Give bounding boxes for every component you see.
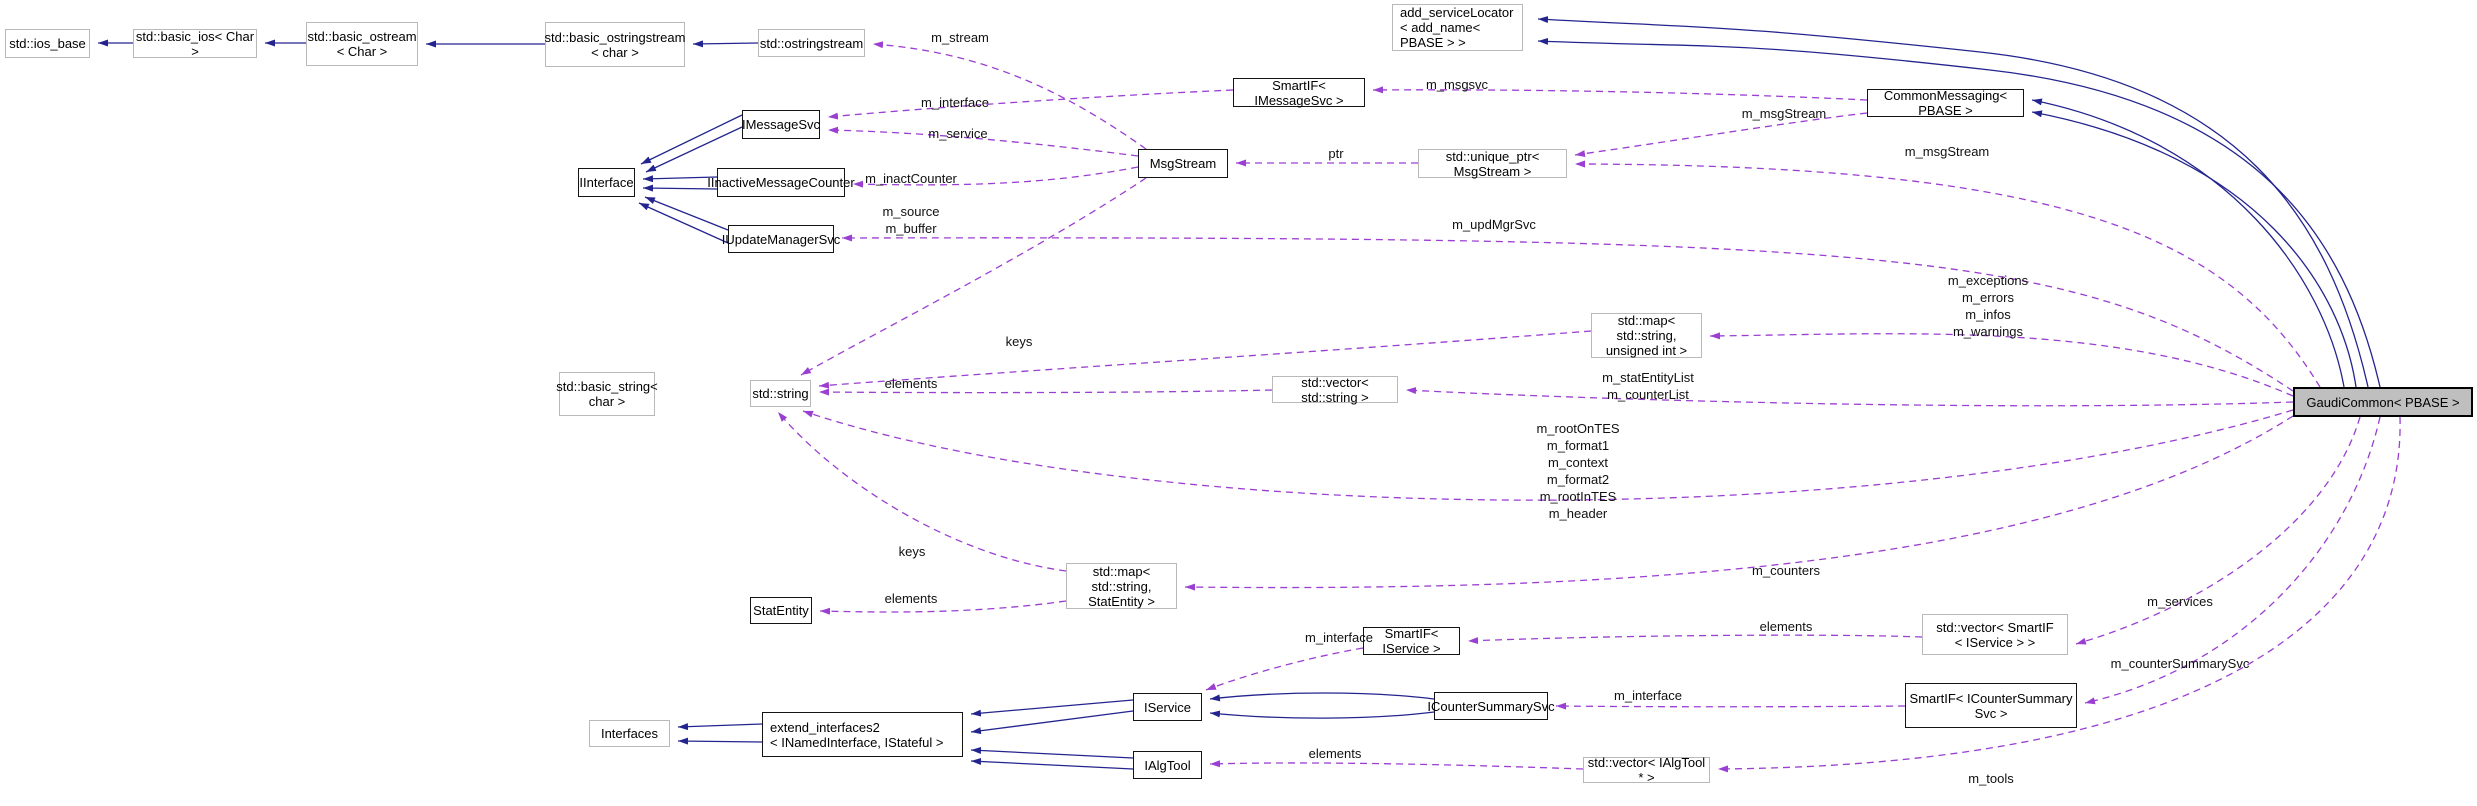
node-ialgtool[interactable]: IAlgTool — [1133, 751, 1202, 779]
edge-label-m_source-m_buffer: m_source m_buffer — [882, 204, 940, 236]
edge-label-ptr: ptr — [1328, 146, 1344, 161]
node-basic-ostream[interactable]: std::basic_ostream < Char > — [306, 22, 418, 66]
edge-label-m_exceptions-group: m_exceptions m_errors m_infos m_warnings — [1947, 273, 2029, 339]
node-imessagesvc[interactable]: IMessageSvc — [742, 110, 820, 139]
node-ostringstream[interactable]: std::ostringstream — [758, 29, 865, 57]
edge-label-m_stream: m_stream — [931, 30, 989, 45]
edge-label-elements-1: elements — [884, 376, 938, 391]
node-commonmessaging[interactable]: CommonMessaging< PBASE > — [1867, 88, 2024, 118]
node-vector-ialgtool[interactable]: std::vector< IAlgTool * > — [1583, 755, 1710, 785]
node-map-string-uint[interactable]: std::map< std::string, unsigned int > — [1591, 313, 1702, 358]
node-smartif-iservice[interactable]: SmartIF< IService > — [1363, 626, 1460, 656]
node-icountersummarysvc[interactable]: ICounterSummarySvc — [1427, 692, 1555, 720]
node-statentity[interactable]: StatEntity — [750, 597, 812, 624]
edge-label-m_updmgrsvc: m_updMgrSvc — [1452, 217, 1536, 232]
node-ios-base[interactable]: std::ios_base — [5, 29, 90, 58]
edge-label-m_counters: m_counters — [1752, 563, 1820, 578]
edge-label-m_service: m_service — [928, 126, 988, 141]
edge-label-m_interface-icountersummarysvc: m_interface — [1614, 688, 1682, 703]
edge-label-m_inactcounter: m_inactCounter — [865, 171, 957, 186]
node-basic-string[interactable]: std::basic_string< char > — [556, 372, 658, 416]
edge-label-m_interface-iservice: m_interface — [1305, 630, 1373, 645]
edge-label-m_msgstream-2: m_msgStream — [1904, 144, 1990, 159]
edge-label-elements-3: elements — [1759, 619, 1813, 634]
node-std-string[interactable]: std::string — [750, 380, 811, 407]
node-vector-smartif-iservice[interactable]: std::vector< SmartIF < IService > > — [1922, 614, 2068, 655]
node-iupdatemanagersvc[interactable]: IUpdateManagerSvc — [722, 225, 840, 253]
node-smartif-icountersummarysvc[interactable]: SmartIF< ICounterSummary Svc > — [1905, 683, 2077, 728]
node-basic-ios[interactable]: std::basic_ios< Char > — [133, 29, 257, 59]
node-msgstream[interactable]: MsgStream — [1138, 149, 1228, 178]
edge-label-m_services: m_services — [2147, 594, 2213, 609]
edge-label-elements-2: elements — [884, 591, 938, 606]
node-gaudicommon: GaudiCommon< PBASE > — [2293, 387, 2473, 417]
node-map-string-statentity[interactable]: std::map< std::string, StatEntity > — [1066, 563, 1177, 609]
node-basic-ostringstream[interactable]: std::basic_ostringstream < char > — [545, 22, 685, 67]
edge-label-keys-1: keys — [1005, 334, 1033, 349]
node-add-servicelocator[interactable]: add_serviceLocator < add_name< PBASE > > — [1392, 4, 1523, 51]
usage-edges — [777, 41, 2401, 773]
node-extend-interfaces2[interactable]: extend_interfaces2 < INamedInterface, IS… — [762, 712, 963, 757]
inheritance-edges — [98, 16, 2381, 770]
edge-label-m_tools: m_tools — [1968, 771, 2014, 786]
node-smartif-imessagesvc[interactable]: SmartIF< IMessageSvc > — [1233, 78, 1365, 108]
edge-label-m_msgstream-1: m_msgStream — [1741, 106, 1827, 121]
node-iinterface[interactable]: IInterface — [578, 168, 635, 197]
node-iservice[interactable]: IService — [1133, 693, 1202, 721]
node-interfaces[interactable]: Interfaces — [589, 720, 670, 747]
edge-label-m_interface-imessagesvc: m_interface — [921, 95, 989, 110]
edge-label-m_root-group: m_rootOnTES m_format1 m_context m_format… — [1536, 421, 1620, 521]
edge-label-m_statentitylist-m_counterlist: m_statEntityList m_counterList — [1602, 370, 1694, 402]
node-unique-ptr-msgstream[interactable]: std::unique_ptr< MsgStream > — [1418, 149, 1567, 179]
node-iinactivemessagecounter[interactable]: IInactiveMessageCounter — [707, 168, 855, 197]
edge-label-elements-4: elements — [1308, 746, 1362, 761]
edge-label-m_countersummarysvc: m_counterSummarySvc — [2110, 656, 2250, 671]
edge-label-m_msgsvc: m_msgsvc — [1425, 77, 1489, 92]
edge-label-keys-2: keys — [898, 544, 926, 559]
node-vector-string[interactable]: std::vector< std::string > — [1272, 375, 1398, 405]
